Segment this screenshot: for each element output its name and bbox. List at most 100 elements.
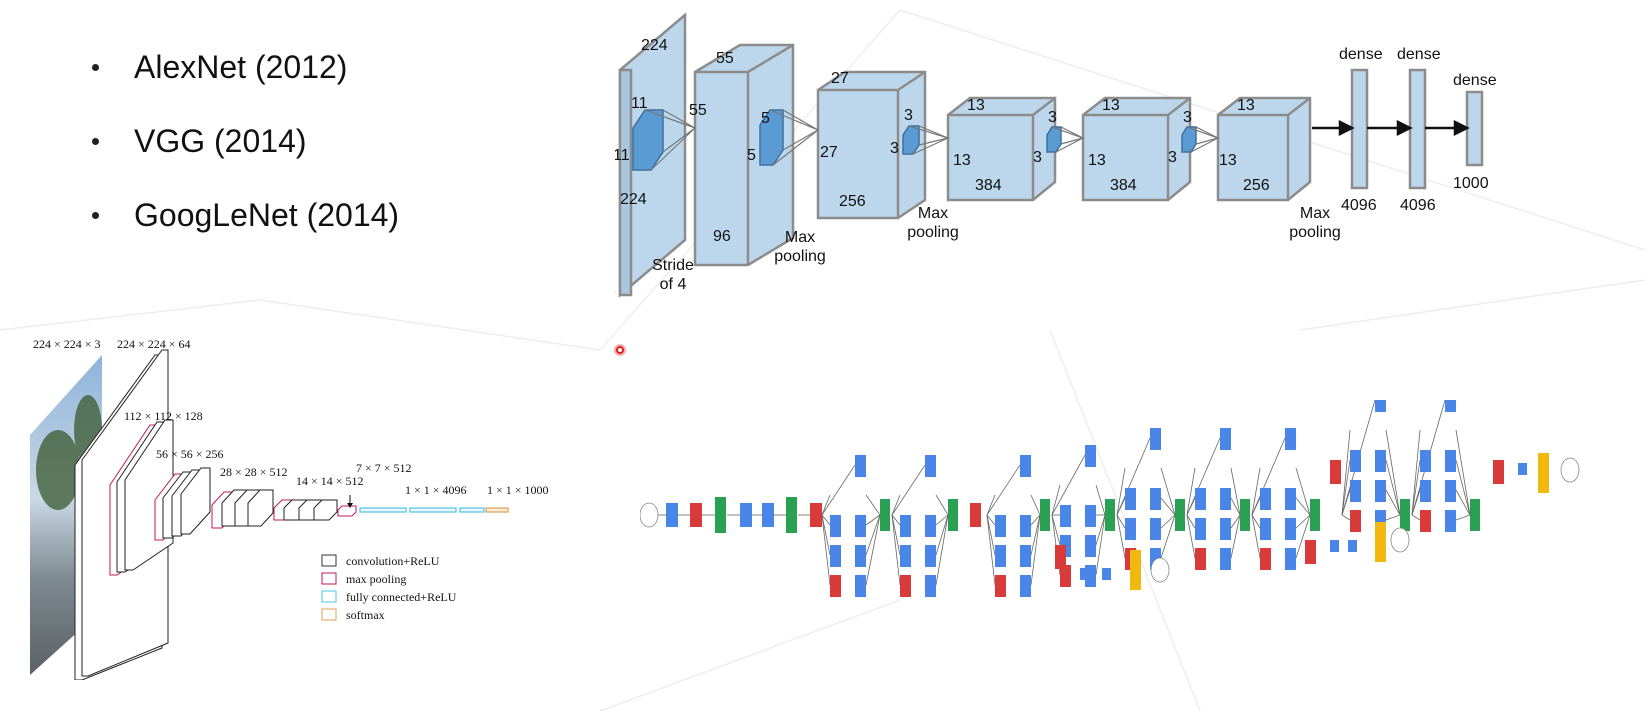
conv4-depth-label: 384 [1110,177,1137,194]
conv-node [1375,510,1386,532]
conv-node [1060,505,1071,527]
vgg-diagram: 224 × 224 × 3 224 × 224 × 64 112 × 112 ×… [30,340,549,680]
list-item: AlexNet (2012) [92,30,399,104]
dense-label: dense [1453,72,1497,89]
dense-size-label: 4096 [1400,197,1436,214]
conv3-volume [946,96,1057,202]
legend-label: convolution+ReLU [346,554,440,568]
concat-node [1105,499,1115,531]
conv-node [1125,488,1136,510]
conv-node [1445,510,1456,532]
softmax-node [1130,550,1141,590]
conv3-size-label: 13 [967,97,985,114]
conv-node [1420,480,1431,502]
conv-node [1020,515,1031,537]
dim-label: 56 × 56 × 256 [156,447,224,461]
conv-node [1375,450,1386,472]
conv-node [925,455,936,477]
kernel-icon [1181,126,1197,153]
conv5-size-label: 13 [1219,152,1237,169]
legend-softmax-icon [321,608,337,621]
conv4-volume [1081,96,1192,202]
conv3-depth-label: 384 [975,177,1002,194]
legend-label: fully connected+ReLU [346,590,457,604]
conv3-size-label: 13 [953,152,971,169]
dense-layer [1350,68,1369,190]
model-list: AlexNet (2012) VGG (2014) GoogLeNet (201… [92,30,399,252]
input-size-label: 224 [620,191,647,208]
concat-node [1400,499,1410,531]
conv2-size-label: 27 [831,70,849,87]
conv-node [1375,400,1386,412]
conv-node [900,545,911,567]
fc-layer [409,507,457,513]
dim-label: 28 × 28 × 512 [220,465,288,479]
pool-node [1260,548,1271,570]
softmax-node [1538,453,1549,493]
conv-node [830,515,841,537]
conv-node [1445,400,1456,412]
conv-node [855,545,866,567]
input-depth-label: 3 [615,282,616,299]
pool-node [1055,545,1066,569]
conv-node [1085,445,1096,467]
kernel-size-label: 3 [1033,149,1042,166]
conv-node [1518,463,1527,475]
conv-node [1150,488,1161,510]
dim-label: 14 × 14 × 512 [296,474,364,488]
conv-node [1285,428,1296,450]
legend-label: softmax [346,608,385,622]
pool-node [1195,548,1206,570]
kernel-icon [902,125,920,155]
alexnet-diagram: 224 11 11 224 3 55 55 5 5 96 27 27 3 3 2… [615,12,1497,299]
dim-label: 1 × 1 × 1000 [487,483,549,497]
pool-node [810,503,822,527]
conv-node [1085,535,1096,557]
conv-node [1260,518,1271,540]
conv1-volume [693,43,795,267]
dense-layer [1465,90,1484,167]
dense-size-label: 1000 [1453,175,1489,192]
conv5-size-label: 13 [1237,97,1255,114]
conv-node [1150,428,1161,450]
conv-node [1350,450,1361,472]
concat-node [1240,499,1250,531]
pointer-cursor-icon [614,344,626,356]
dim-label: 112 × 112 × 128 [124,409,203,423]
conv-node [1348,540,1357,552]
pool-node [900,575,911,597]
kernel-size-label: 11 [631,95,648,112]
conv-node [1150,518,1161,540]
pool-node [1060,565,1071,587]
pool-node [1420,510,1431,532]
conv-node [1195,518,1206,540]
legend-conv-icon [321,554,337,567]
conv-node [1285,518,1296,540]
pool-node [970,503,981,527]
kernel-size-label: 3 [1048,109,1057,126]
bullet-icon [92,63,99,71]
conv-node [900,515,911,537]
conv-node [1220,428,1231,450]
pool-node [1330,460,1341,484]
kernel-size-label: 3 [890,140,899,157]
conv-node [1020,545,1031,567]
legend-fc-icon [321,590,337,603]
input-size-label: 224 [641,37,668,54]
pool-node [830,575,841,597]
output-node [1150,557,1170,583]
conv2-depth-label: 256 [839,193,866,210]
conv-node [995,545,1006,567]
conv-node [1085,505,1096,527]
conv1-depth-label: 96 [713,228,731,245]
legend-label: max pooling [346,572,406,586]
kernel-size-label: 11 [615,147,630,164]
kernel-size-label: 5 [761,110,770,127]
kernel-size-label: 3 [1183,109,1192,126]
dense-layer [1408,68,1427,190]
pool-node [995,575,1006,597]
conv-node [1285,548,1296,570]
dim-label: 7 × 7 × 512 [356,461,412,475]
